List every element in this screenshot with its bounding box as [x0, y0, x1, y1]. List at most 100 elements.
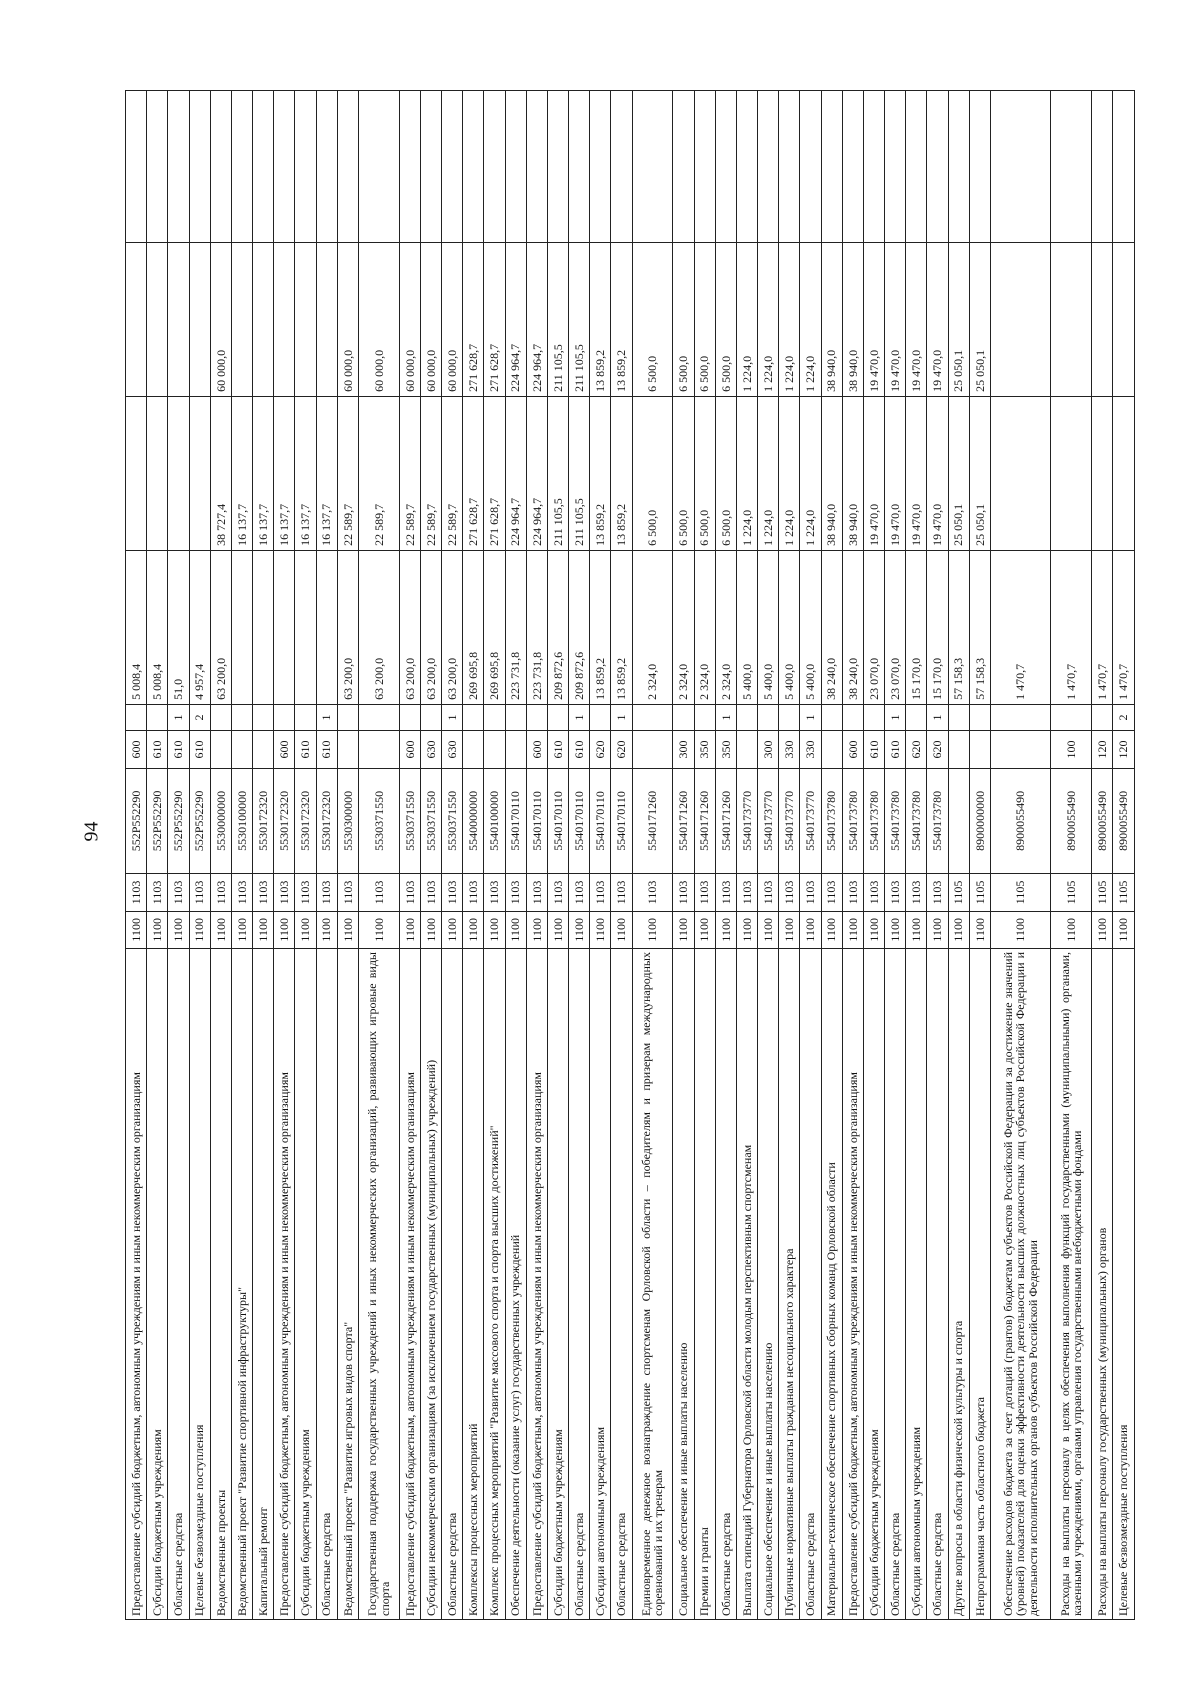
amount-year-2: 6 500,0 [632, 396, 673, 551]
subsection-code: 1103 [715, 873, 737, 912]
source-flag [990, 704, 1051, 731]
section-code: 1100 [146, 911, 168, 949]
expense-type: 620 [905, 730, 927, 769]
row-name: Областные средства [610, 948, 633, 1620]
target-code: 5540171260 [632, 768, 673, 874]
amount-year-3: 25 050,1 [969, 242, 991, 397]
section-code: 1100 [589, 911, 611, 949]
source-flag [231, 704, 253, 731]
amount-year-2: 25 050,1 [948, 396, 970, 551]
subsection-code: 1103 [863, 873, 885, 912]
amount-extra [736, 90, 758, 243]
amount-year-3: 1 224,0 [778, 242, 800, 397]
source-flag [1091, 704, 1113, 731]
row-name: Субсидии автономным учреждениям [905, 948, 927, 1620]
expense-type: 100 [1050, 730, 1092, 769]
amount-year-3 [273, 242, 295, 397]
amount-year-1: 38 240,0 [821, 550, 843, 705]
row-name: Расходы на выплаты персоналу государстве… [1091, 948, 1113, 1620]
section-code: 1100 [990, 911, 1051, 949]
amount-year-1: 2 324,0 [715, 550, 737, 705]
section-code: 1100 [948, 911, 970, 949]
amount-year-2: 6 500,0 [715, 396, 737, 551]
row-name: Областные средства [167, 948, 190, 1620]
subsection-code: 1103 [316, 873, 338, 912]
table-row: Субсидии некоммерческим организациям (за… [420, 90, 442, 1620]
amount-extra [778, 90, 800, 243]
row-name: Обеспечение деятельности (оказание услуг… [505, 948, 527, 1620]
row-name: Субсидии бюджетным учреждениям [547, 948, 569, 1620]
source-flag: 1 [715, 704, 737, 731]
subsection-code: 1103 [905, 873, 927, 912]
target-code: 5540173780 [821, 768, 843, 874]
source-flag: 1 [441, 704, 463, 731]
target-code: 8900055490 [990, 768, 1051, 874]
row-name: Капитальный ремонт [252, 948, 274, 1620]
row-name: Областные средства [715, 948, 737, 1620]
subsection-code: 1103 [441, 873, 463, 912]
expense-type: 600 [526, 730, 548, 769]
amount-year-2: 6 500,0 [694, 396, 716, 551]
expense-type: 610 [189, 730, 211, 769]
amount-year-2: 1 224,0 [736, 396, 758, 551]
amount-extra [821, 90, 843, 243]
amount-year-2: 22 589,7 [358, 396, 400, 551]
amount-year-3 [316, 242, 338, 397]
row-name: Публичные нормативные выплаты гражданам … [778, 948, 800, 1620]
row-name: Комплекс процессных мероприятий "Развити… [483, 948, 506, 1620]
amount-year-1: 2 324,0 [694, 550, 716, 705]
amount-extra [146, 90, 168, 243]
subsection-code: 1105 [1091, 873, 1113, 912]
amount-year-2 [1050, 396, 1092, 551]
target-code: 5530371550 [399, 768, 421, 874]
subsection-code: 1103 [337, 873, 359, 912]
section-code: 1100 [778, 911, 800, 949]
section-code: 1100 [337, 911, 359, 949]
amount-year-3: 60 000,0 [441, 242, 463, 397]
amount-extra [252, 90, 274, 243]
section-code: 1100 [210, 911, 232, 949]
expense-type: 330 [799, 730, 822, 769]
section-code: 1100 [632, 911, 673, 949]
amount-year-1 [231, 550, 253, 705]
amount-year-2: 16 137,7 [252, 396, 274, 551]
amount-year-2: 1 224,0 [799, 396, 822, 551]
amount-extra [863, 90, 885, 243]
row-name: Единовременное денежное вознаграждение с… [632, 948, 673, 1620]
source-flag: 1 [167, 704, 190, 731]
target-code: 5530172320 [294, 768, 317, 874]
amount-extra [441, 90, 463, 243]
amount-year-2: 1 224,0 [757, 396, 779, 551]
table-row: Комплекс процессных мероприятий "Развити… [483, 90, 506, 1620]
amount-year-2: 211 105,5 [568, 396, 590, 551]
section-code: 1100 [1112, 911, 1135, 949]
table-row: Обеспечение деятельности (оказание услуг… [505, 90, 527, 1620]
subsection-code: 1103 [632, 873, 673, 912]
target-code: 5540173780 [842, 768, 864, 874]
amount-extra [757, 90, 779, 243]
target-code: 5530172320 [273, 768, 295, 874]
subsection-code: 1103 [483, 873, 506, 912]
amount-year-1: 223 731,8 [526, 550, 548, 705]
target-code: 5540000000 [462, 768, 484, 874]
subsection-code: 1103 [778, 873, 800, 912]
amount-year-3 [189, 242, 211, 397]
target-code: 5530172320 [252, 768, 274, 874]
row-name: Областные средства [926, 948, 949, 1620]
amount-year-3 [990, 242, 1051, 397]
target-code: 5530100000 [231, 768, 253, 874]
source-flag [694, 704, 716, 731]
amount-year-1: 38 240,0 [842, 550, 864, 705]
amount-year-1: 57 158,3 [948, 550, 970, 705]
table-row: Ведомственный проект "Развитие спортивно… [231, 90, 253, 1620]
amount-extra [715, 90, 737, 243]
row-name: Комплексы процессных мероприятий [462, 948, 484, 1620]
subsection-code: 1103 [757, 873, 779, 912]
source-flag [632, 704, 673, 731]
subsection-code: 1103 [294, 873, 317, 912]
